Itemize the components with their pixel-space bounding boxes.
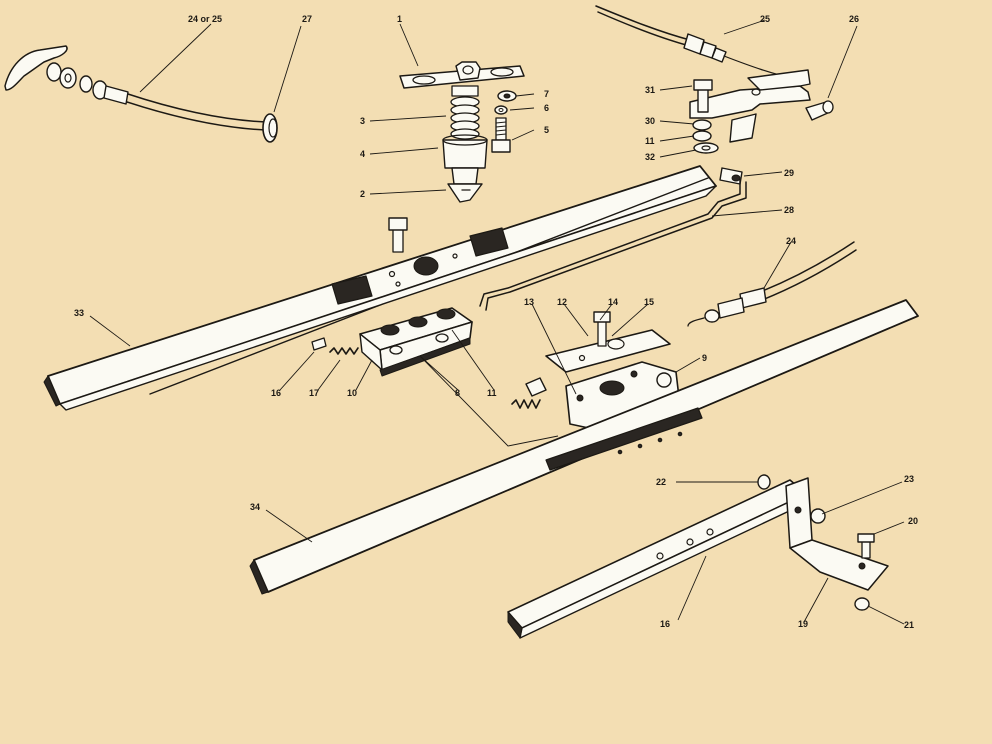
callout-29: 29 xyxy=(784,168,794,178)
callout-labels: 24 or 25 27 1 3 4 2 7 6 5 25 26 31 30 11… xyxy=(74,14,918,630)
angle-bracket-assembly xyxy=(507,474,889,639)
callout-8: 8 xyxy=(455,388,460,398)
callout-1: 1 xyxy=(397,14,402,24)
callout-13: 13 xyxy=(524,297,534,307)
callout-9: 9 xyxy=(702,353,707,363)
bump-stop-assembly xyxy=(399,61,525,203)
callout-2: 2 xyxy=(360,189,365,199)
callout-3: 3 xyxy=(360,116,365,126)
callout-17: 17 xyxy=(309,388,319,398)
callout-24-or-25: 24 or 25 xyxy=(188,14,222,24)
rod-part-28 xyxy=(479,179,747,311)
callout-10: 10 xyxy=(347,388,357,398)
pull-handle-cable-assembly xyxy=(4,45,267,131)
washer-part-6 xyxy=(494,105,508,115)
callout-23: 23 xyxy=(904,474,914,484)
callout-31: 31 xyxy=(645,85,655,95)
callout-15: 15 xyxy=(644,297,654,307)
callout-4: 4 xyxy=(360,149,365,159)
washer-part-7 xyxy=(497,90,517,102)
trunnion-part-26 xyxy=(805,100,834,121)
callout-25: 25 xyxy=(760,14,770,24)
callout-33: 33 xyxy=(74,308,84,318)
callout-12: 12 xyxy=(557,297,567,307)
clip-part-29 xyxy=(719,167,743,185)
callout-19: 19 xyxy=(798,619,808,629)
callout-32: 32 xyxy=(645,152,655,162)
throttle-cable-part-24 xyxy=(687,241,857,327)
callout-7: 7 xyxy=(544,89,549,99)
upper-panel-part-33 xyxy=(43,165,717,411)
callout-6: 6 xyxy=(544,103,549,113)
grommet-part xyxy=(262,113,278,143)
callout-16-lower: 16 xyxy=(660,619,670,629)
callout-5: 5 xyxy=(544,125,549,135)
callout-30: 30 xyxy=(645,116,655,126)
lower-panel-part-34 xyxy=(249,299,919,595)
callout-16-left: 16 xyxy=(271,388,281,398)
callout-11: 11 xyxy=(487,388,497,398)
callout-14: 14 xyxy=(608,297,618,307)
callout-leaders xyxy=(89,19,905,625)
callout-22: 22 xyxy=(656,477,666,487)
callout-27: 27 xyxy=(302,14,312,24)
callout-34: 34 xyxy=(250,502,260,512)
clamp-block-assembly xyxy=(311,307,473,377)
callout-26: 26 xyxy=(849,14,859,24)
callout-11-upper: 11 xyxy=(645,136,655,146)
callout-20: 20 xyxy=(908,516,918,526)
callout-24: 24 xyxy=(786,236,796,246)
choke-cable-assembly xyxy=(595,5,801,81)
callout-21: 21 xyxy=(904,620,914,630)
callout-28: 28 xyxy=(784,205,794,215)
bolt-part-5 xyxy=(491,117,511,153)
lever-bracket-assembly xyxy=(689,69,811,154)
